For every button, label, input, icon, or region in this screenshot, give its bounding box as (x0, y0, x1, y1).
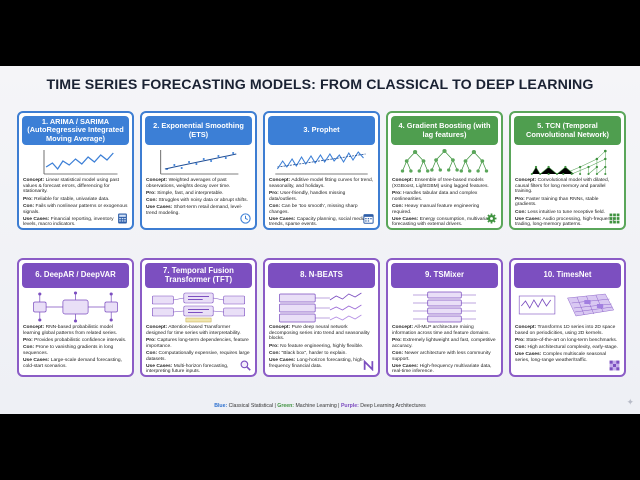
con-text: Can be 'too smooth', missing sharp chang… (269, 203, 358, 215)
infographic-poster: TIME SERIES FORECASTING MODELS: FROM CLA… (0, 66, 640, 414)
card-tsmixer: 9. TSMixer Concept: All-MLP architecture… (386, 258, 503, 377)
line-chart-figure (23, 147, 128, 177)
prophet-chart-figure (269, 147, 374, 177)
card-body: Concept: RNN-based probabilistic model l… (23, 325, 127, 369)
color-legend: Blue: Classical Statistical | Green: Mac… (214, 403, 426, 409)
use-text: Audio processing, high-frequency trading… (515, 216, 616, 228)
card-header: 4. Gradient Boosting (with lag features) (391, 116, 498, 145)
use-text: Energy consumption, multivariate forecas… (392, 216, 493, 228)
concept-text: Weighted averages of past observations, … (146, 178, 231, 189)
card-prophet: 3. Prophet Concept: Additive model fitti… (263, 111, 380, 230)
gear-icon (486, 213, 497, 224)
card-gradient-boosting: 4. Gradient Boosting (with lag features)… (386, 111, 503, 230)
legend-blue-key: Blue: (214, 403, 228, 409)
pro-text: User-friendly, handles missing data/outl… (269, 190, 346, 202)
card-body: Concept: Linear statistical model using … (23, 178, 128, 228)
card-header: 7. Temporal Fusion Transformer (TFT) (145, 263, 252, 288)
calculator-icon (118, 213, 127, 224)
use-text: High-frequency multivariate data, real-t… (392, 363, 492, 375)
card-tcn: 5. TCN (Temporal Convolutional Network) … (509, 111, 626, 230)
card-header: 3. Prophet (268, 116, 375, 145)
card-header: 5. TCN (Temporal Convolutional Network) (514, 116, 621, 145)
pro-text: Extremely lightweight and fast, competit… (392, 337, 496, 349)
dilated-convolution-figure (515, 147, 620, 177)
concept-text: Transforms 1D series into 2D space based… (515, 325, 616, 336)
con-text: High architectural complexity, early-sta… (527, 345, 618, 351)
card-header: 8. N-BEATS (268, 263, 375, 288)
pro-text: State-of-the-art on long-term benchmarks… (526, 337, 618, 343)
2d-transform-figure (515, 290, 620, 324)
con-text: "Black box", harder to explain. (281, 350, 347, 356)
calendar-icon (363, 214, 374, 224)
transformer-blocks-figure (146, 290, 251, 324)
legend-purple-text: Deep Learning Architectures (360, 403, 426, 409)
con-text: Heavy manual feature engineering require… (392, 203, 480, 215)
stacked-blocks-figure (269, 290, 374, 324)
concept-text: All-MLP architecture mixing information … (392, 325, 490, 336)
concept-text: Additive model fitting curves for trend,… (269, 178, 374, 189)
con-text: Prone to vanishing gradients in long seq… (23, 345, 114, 356)
card-tft: 7. Temporal Fusion Transformer (TFT) Con… (140, 258, 257, 377)
card-body: Concept: Additive model fitting curves f… (269, 178, 374, 228)
use-text: Multi-horizon forecasting, interpreting … (146, 363, 229, 375)
card-header: 9. TSMixer (391, 263, 498, 288)
con-text: Less intuitive to tune receptive field. (527, 209, 605, 215)
magnifier-icon (240, 360, 251, 371)
concept-text: Pure deep neural network decomposing ser… (269, 325, 370, 342)
card-body: Concept: Transforms 1D series into 2D sp… (515, 325, 618, 364)
con-text: Computationally expensive, requires larg… (146, 350, 250, 362)
con-text: Fails with nonlinear patterns or exogeno… (23, 203, 128, 215)
card-body: Concept: Weighted averages of past obser… (146, 178, 248, 217)
poster-title: TIME SERIES FORECASTING MODELS: FROM CLA… (46, 77, 594, 93)
legend-purple-key: Purple: (340, 403, 359, 409)
tree-ensemble-figure (392, 147, 497, 177)
card-ets: 2. Exponential Smoothing (ETS) Concept: … (140, 111, 257, 230)
card-deepar: 6. DeepAR / DeepVAR Concept: RNN-based p… (17, 258, 134, 377)
card-body: Concept: Convolutional model with dilate… (515, 178, 616, 228)
card-header: 2. Exponential Smoothing (ETS) (145, 116, 252, 145)
concept-text: RNN-based probabilistic model learning g… (23, 325, 118, 336)
pro-text: Simple, fast, and interpretable. (157, 190, 224, 196)
con-text: Struggles with noisy data or abrupt shif… (158, 198, 248, 204)
pro-text: Faster training than RNNs, stable gradie… (515, 196, 599, 208)
card-timesnet: 10. TimesNet Concept: Transforms 1D seri… (509, 258, 626, 377)
card-arima: 1. ARIMA / SARIMA (AutoRegressive Integr… (17, 111, 134, 230)
pro-text: No feature engineering, highly flexible. (280, 343, 364, 349)
card-body: Concept: Ensemble of tree-based models (… (392, 178, 493, 228)
concept-text: Linear statistical model using past valu… (23, 178, 119, 195)
pro-text: Provides probabilistic confidence interv… (34, 337, 127, 343)
legend-blue-text: Classical Statistical (228, 403, 274, 409)
card-body: Concept: Attention-based Transformer des… (146, 325, 250, 375)
use-text: Financial reporting, inventory levels, m… (23, 216, 114, 228)
n-logo-icon (363, 360, 374, 371)
grid-icon (609, 213, 620, 224)
card-header: 10. TimesNet (514, 263, 621, 288)
use-text: Complex multiscale seasonal series, long… (515, 352, 607, 364)
card-body: Concept: Pure deep neural network decomp… (269, 325, 370, 369)
use-text: Long-horizon forecasting, high-frequency… (269, 358, 365, 369)
pro-text: Reliable for stable, univariate data. (34, 196, 110, 202)
card-header: 1. ARIMA / SARIMA (AutoRegressive Integr… (22, 116, 129, 145)
card-nbeats: 8. N-BEATS Concept: Pure deep neural net… (263, 258, 380, 377)
legend-green-text: Machine Learning (295, 403, 337, 409)
concept-text: Attention-based Transformer designed for… (146, 325, 241, 336)
use-text: Large-scale demand forecasting, cold-sta… (23, 358, 122, 369)
legend-green-key: Green: (277, 403, 295, 409)
sparkle-icon: ✦ (626, 397, 634, 407)
pro-text: Captures long-term dependencies, feature… (146, 337, 249, 349)
card-header: 6. DeepAR / DeepVAR (22, 263, 129, 288)
pro-text: Handles tabular data and complex nonline… (392, 190, 478, 202)
clock-icon (240, 213, 251, 224)
rnn-cells-figure (23, 290, 128, 324)
use-text: Capacity planning, social media trends, … (269, 216, 366, 228)
concept-text: Convolutional model with dilated, causal… (515, 178, 610, 195)
mlp-mixer-figure (392, 290, 497, 324)
mosaic-icon (609, 360, 620, 371)
card-body: Concept: All-MLP architecture mixing inf… (392, 325, 496, 375)
use-text: Short-term retail demand, level-trend mo… (146, 205, 243, 217)
con-text: Newer architecture with less community s… (392, 350, 491, 362)
smoothing-chart-figure (146, 147, 251, 177)
concept-text: Ensemble of tree-based models (XGBoost, … (392, 178, 489, 189)
